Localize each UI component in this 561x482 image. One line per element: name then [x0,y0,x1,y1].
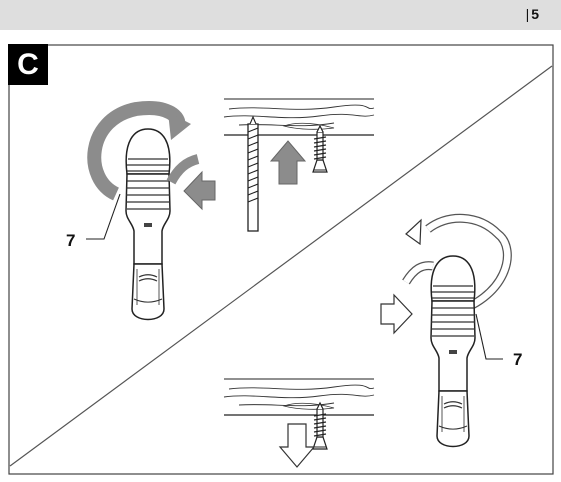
arrow-down-icon [278,423,316,468]
tool-tightening [86,101,216,321]
header-bar [0,0,561,30]
wood-panel-bottom [223,378,375,416]
figure-c: C 7 7 [8,44,554,475]
tool-loosening [380,213,512,448]
figure-illustration [8,44,554,475]
figure-frame [8,44,554,475]
callout-label-right: 7 [513,350,523,369]
page-number-value: 5 [531,6,539,22]
figure-letter: C [8,44,48,85]
wood-panel-top [223,98,375,136]
screw-top [312,125,328,173]
page-separator: | [525,6,530,22]
callout-label-left: 7 [66,231,76,250]
screw-bottom [312,402,328,450]
arrow-up-icon [269,140,307,185]
page-number: |5 [526,6,539,22]
diagonal-divider [9,65,553,467]
drill-bit [247,115,259,232]
